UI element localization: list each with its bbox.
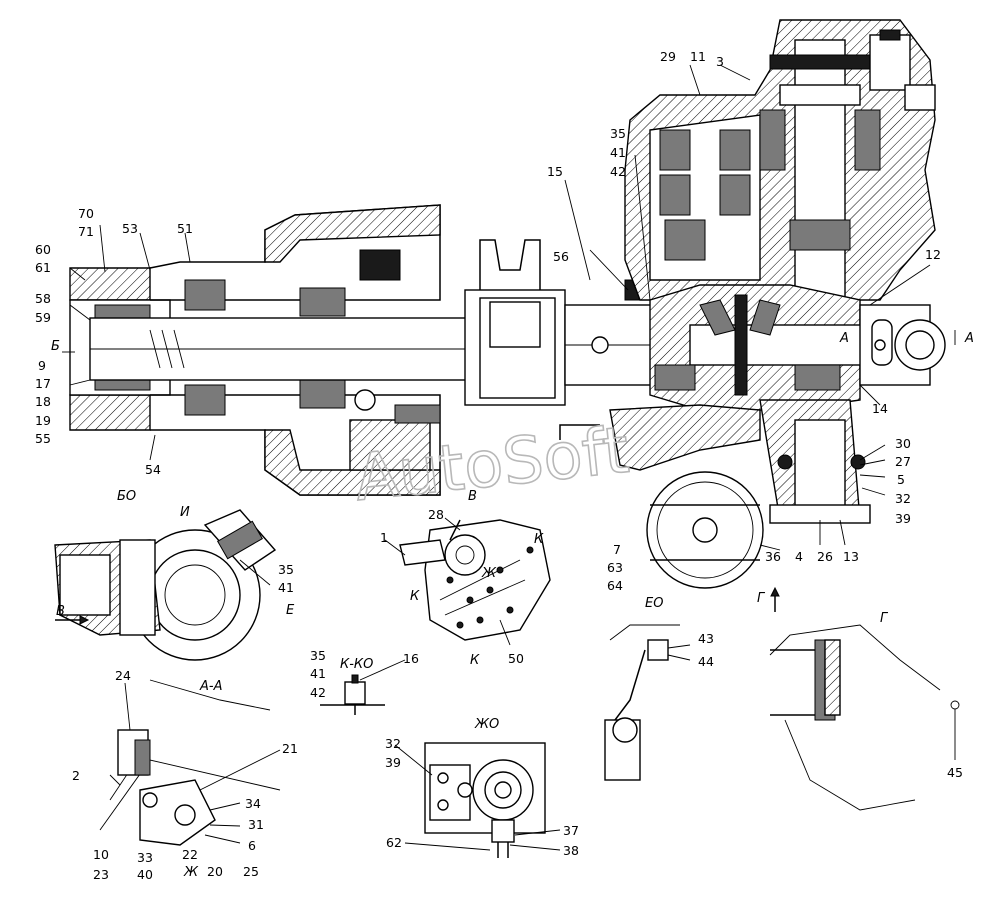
detail-view-bo: [54, 509, 277, 661]
callout: 5: [897, 472, 905, 487]
callout: 19: [35, 413, 51, 428]
callout: 36: [765, 549, 781, 564]
callout: 54: [145, 462, 161, 477]
differential-housing-view: [559, 19, 946, 589]
callout: 20: [207, 864, 223, 879]
callout: 45: [947, 765, 963, 780]
detail-view-g: [769, 586, 960, 811]
callout: 42: [610, 164, 626, 179]
callout: 30: [895, 436, 911, 451]
callout: 71: [78, 224, 94, 239]
callout: 41: [310, 666, 326, 681]
callout: 60: [35, 242, 51, 257]
callout: 39: [895, 511, 911, 526]
detail-view-k-ko: [320, 674, 385, 715]
callout: 22: [182, 847, 198, 862]
main-section-view: [69, 204, 870, 496]
callout: 59: [35, 310, 51, 325]
callout: 4: [795, 549, 803, 564]
label-a-right: А: [964, 331, 974, 346]
label-k-left: К: [410, 589, 420, 604]
label-a-a: А-А: [199, 679, 222, 694]
callout: 35: [610, 126, 626, 141]
detail-view-a-a: [99, 679, 281, 846]
callout: 3: [716, 54, 724, 69]
callout: 44: [698, 654, 714, 669]
callout: 14: [872, 401, 888, 416]
callout: 50: [508, 651, 524, 666]
callout: 53: [122, 221, 138, 236]
callout: 2: [72, 768, 80, 783]
callout: 39: [385, 755, 401, 770]
label-g: Г: [880, 611, 889, 626]
callout: 35: [278, 562, 294, 577]
callout: 27: [895, 454, 911, 469]
callout: 17: [35, 376, 51, 391]
callout: 62: [386, 835, 402, 850]
callout: 18: [35, 394, 51, 409]
callout: 33: [137, 850, 153, 865]
callout: 11: [690, 49, 706, 64]
callout: 35: [310, 648, 326, 663]
detail-view-v: [399, 519, 551, 641]
callout: 16: [403, 651, 419, 666]
callout: 38: [563, 843, 579, 858]
label-zho: ЖО: [474, 717, 499, 732]
callout: 10: [93, 847, 109, 862]
section-labels: БО В ЕО Г Г А-А К-КО ЖО Б В А А К К К Ж …: [51, 330, 974, 880]
callout: 61: [35, 260, 51, 275]
callout: 24: [115, 668, 131, 683]
label-k-bottom: К: [470, 653, 480, 668]
label-b-arrow: Б: [51, 339, 60, 354]
label-i: И: [180, 505, 190, 520]
callout: 9: [38, 358, 46, 373]
callout-numbers: 70 71 53 51 60 61 58 59 9 17 18 19 55 54…: [35, 49, 963, 882]
callout: 58: [35, 291, 51, 306]
callout: 29: [660, 49, 676, 64]
callout: 43: [698, 631, 714, 646]
detail-view-eo: [604, 624, 680, 781]
callout: 41: [610, 145, 626, 160]
callout: 64: [607, 578, 623, 593]
label-g-arrow: Г: [757, 591, 766, 606]
callout: 28: [428, 507, 444, 522]
label-bo: БО: [117, 489, 136, 504]
label-v-arrow: В: [56, 604, 65, 619]
callout: 40: [137, 867, 153, 882]
callout: 55: [35, 431, 51, 446]
callout: 15: [547, 164, 563, 179]
callout: 6: [248, 838, 256, 853]
callout: 51: [177, 221, 193, 236]
callout: 70: [78, 206, 94, 221]
callout: 12: [925, 247, 941, 262]
leader-lines: [69, 64, 931, 851]
callout: 13: [843, 549, 859, 564]
label-v: В: [468, 489, 477, 504]
callout: 41: [278, 580, 294, 595]
label-zh-bottom: Ж: [183, 865, 199, 880]
label-e: Е: [286, 603, 295, 618]
callout: 42: [310, 685, 326, 700]
detail-view-zho: [424, 742, 546, 858]
callout: 21: [282, 741, 298, 756]
callout: 37: [563, 823, 579, 838]
label-eo: ЕО: [645, 596, 663, 611]
callout: 31: [248, 817, 264, 832]
callout: 26: [817, 549, 833, 564]
callout: 25: [243, 864, 259, 879]
callout: 34: [245, 796, 261, 811]
callout: 63: [607, 560, 623, 575]
callout: 7: [613, 542, 621, 557]
callout: 23: [93, 867, 109, 882]
label-zh-small: Ж: [481, 566, 497, 581]
callout: 32: [895, 491, 911, 506]
label-k-top: К: [534, 532, 544, 547]
label-k-ko: К-КО: [340, 657, 373, 672]
callout: 32: [385, 736, 401, 751]
callout: 56: [553, 249, 569, 264]
callout: 1: [380, 530, 388, 545]
label-a-left: А: [839, 331, 849, 346]
